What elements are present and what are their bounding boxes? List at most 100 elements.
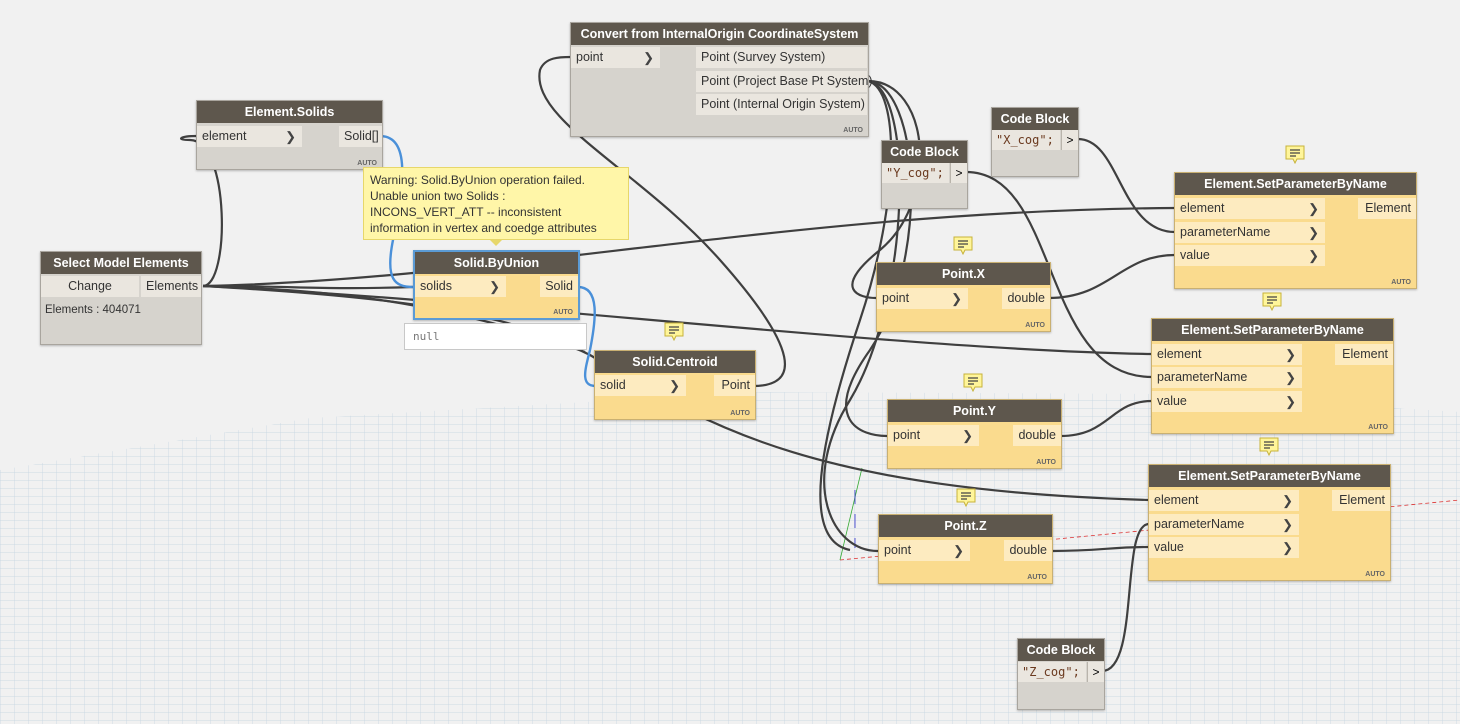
selection-info: Elements : 404071 — [45, 304, 141, 316]
note-icon — [1285, 145, 1305, 165]
node-title: Element.SetParameterByName — [1149, 465, 1390, 487]
port-label: element — [1180, 201, 1225, 215]
lacing-badge: AUTO — [730, 410, 750, 417]
node-title: Code Block — [1018, 639, 1104, 661]
node-title: Solid.Centroid — [595, 351, 755, 373]
note-icon — [963, 373, 983, 393]
chevron-right-icon: ❯ — [1285, 347, 1296, 362]
chevron-right-icon: ❯ — [1282, 493, 1293, 508]
lacing-badge: AUTO — [843, 127, 863, 134]
node-title: Convert from InternalOrigin CoordinateSy… — [571, 23, 868, 45]
node-title: Element.SetParameterByName — [1175, 173, 1416, 195]
node-title: Point.Z — [879, 515, 1052, 537]
element-input-port[interactable]: element❯ — [197, 126, 302, 147]
port-label: point — [884, 543, 912, 557]
double-output-port[interactable]: double — [1013, 425, 1061, 446]
chevron-right-icon: ❯ — [643, 50, 654, 65]
point-input-port[interactable]: point ❯ — [877, 288, 968, 309]
node-preview-bubble: null — [404, 323, 587, 350]
solids-input-port[interactable]: solids❯ — [415, 276, 506, 297]
set-parameter-node-1[interactable]: Element.SetParameterByName element ❯ para… — [1174, 172, 1417, 289]
solid-centroid-node[interactable]: Solid.Centroid solid❯ Point AUTO — [594, 350, 756, 420]
code-block-y-node[interactable]: Code Block "Y_cog"; > — [881, 140, 968, 209]
chevron-right-icon: ❯ — [1308, 225, 1319, 240]
point-input-port[interactable]: point ❯ — [879, 540, 970, 561]
chevron-right-icon: ❯ — [1282, 540, 1293, 555]
code-text[interactable]: "Z_cog"; — [1018, 662, 1086, 682]
node-title: Select Model Elements — [41, 252, 201, 274]
code-text[interactable]: "Y_cog"; — [882, 163, 949, 183]
warning-bubble: Warning: Solid.ByUnion operation failed.… — [363, 167, 629, 240]
lacing-badge: AUTO — [1365, 571, 1385, 578]
set-parameter-node-3[interactable]: Element.SetParameterByName element❯ para… — [1148, 464, 1391, 581]
double-output-port[interactable]: double — [1004, 540, 1052, 561]
value-input-port[interactable]: value❯ — [1152, 391, 1302, 412]
point-y-node[interactable]: Point.Y point❯ double AUTO — [887, 399, 1062, 469]
solid-byunion-node[interactable]: Solid.ByUnion solids❯ Solid AUTO — [413, 250, 580, 320]
value-input-port[interactable]: value❯ — [1175, 245, 1325, 266]
element-output-port[interactable]: Element — [1332, 490, 1390, 511]
element-input-port[interactable]: element❯ — [1152, 344, 1302, 365]
port-label: parameterName — [1154, 517, 1245, 531]
value-input-port[interactable]: value❯ — [1149, 537, 1299, 558]
node-title: Code Block — [882, 141, 967, 163]
double-output-port[interactable]: double — [1002, 288, 1050, 309]
point-output-port[interactable]: Point — [714, 375, 755, 396]
lacing-badge: AUTO — [553, 309, 573, 316]
point-x-node[interactable]: Point.X point❯ double AUTO — [876, 262, 1051, 332]
port-label: parameterName — [1157, 370, 1248, 384]
port-label: solids — [420, 279, 452, 293]
port-label: parameterName — [1180, 225, 1271, 239]
survey-point-output-port[interactable]: Point (Survey System) — [696, 47, 867, 68]
internal-origin-point-output-port[interactable]: Point (Internal Origin System) — [696, 94, 867, 115]
parameter-name-input-port[interactable]: parameterName ❯ — [1152, 367, 1302, 388]
point-input-port[interactable]: point ❯ — [571, 47, 660, 68]
axis-line-green — [839, 467, 863, 561]
chevron-right-icon: ❯ — [953, 543, 964, 558]
parameter-name-input-port[interactable]: parameterName❯ — [1149, 514, 1299, 535]
chevron-right-icon: ❯ — [951, 291, 962, 306]
element-output-port[interactable]: Element — [1358, 198, 1416, 219]
point-input-port[interactable]: point❯ — [888, 425, 979, 446]
element-output-port[interactable]: Element — [1335, 344, 1393, 365]
change-button[interactable]: Change — [41, 276, 139, 297]
element-input-port[interactable]: element❯ — [1149, 490, 1299, 511]
code-block-z-node[interactable]: Code Block "Z_cog"; > — [1017, 638, 1105, 710]
convert-coordinate-node[interactable]: Convert from InternalOrigin CoordinateSy… — [570, 22, 873, 137]
node-title: Element.Solids — [197, 101, 382, 123]
lacing-badge: AUTO — [1368, 424, 1388, 431]
chevron-right-icon: ❯ — [1285, 370, 1296, 385]
lacing-badge: AUTO — [1027, 574, 1047, 581]
warning-pointer-icon — [490, 240, 502, 246]
code-text[interactable]: "X_cog"; — [992, 130, 1060, 150]
chevron-right-icon: ❯ — [962, 428, 973, 443]
chevron-right-icon: ❯ — [1308, 248, 1319, 263]
point-z-node[interactable]: Point.Z point ❯ double AUTO — [878, 514, 1053, 584]
lacing-badge: AUTO — [1391, 279, 1411, 286]
select-model-elements-node[interactable]: Select Model Elements Change Elements El… — [40, 251, 202, 345]
solid-output-port[interactable]: Solid — [540, 276, 578, 297]
code-output-port[interactable]: > — [1087, 662, 1104, 682]
port-label: point — [576, 50, 604, 64]
node-title: Element.SetParameterByName — [1152, 319, 1393, 341]
project-base-point-output-port[interactable]: Point (Project Base Pt System) — [696, 71, 873, 92]
element-solids-node[interactable]: Element.Solids element❯ Solid[] AUTO — [196, 100, 383, 170]
solid-input-port[interactable]: solid❯ — [595, 375, 686, 396]
code-output-port[interactable]: > — [950, 163, 967, 183]
note-icon — [953, 236, 973, 256]
chevron-right-icon: ❯ — [1308, 201, 1319, 216]
parameter-name-input-port[interactable]: parameterName ❯ — [1175, 222, 1325, 243]
node-title: Code Block — [992, 108, 1078, 130]
element-input-port[interactable]: element ❯ — [1175, 198, 1325, 219]
solid-list-output-port[interactable]: Solid[] — [339, 126, 382, 147]
code-block-x-node[interactable]: Code Block "X_cog"; > — [991, 107, 1079, 177]
lacing-badge: AUTO — [1025, 322, 1045, 329]
chevron-right-icon: ❯ — [285, 129, 296, 144]
elements-output-port[interactable]: Elements — [141, 276, 201, 297]
port-label: point — [882, 291, 910, 305]
node-title: Solid.ByUnion — [415, 252, 578, 274]
note-icon — [956, 488, 976, 508]
code-output-port[interactable]: > — [1061, 130, 1078, 150]
set-parameter-node-2[interactable]: Element.SetParameterByName element❯ para… — [1151, 318, 1394, 434]
lacing-badge: AUTO — [357, 160, 377, 167]
